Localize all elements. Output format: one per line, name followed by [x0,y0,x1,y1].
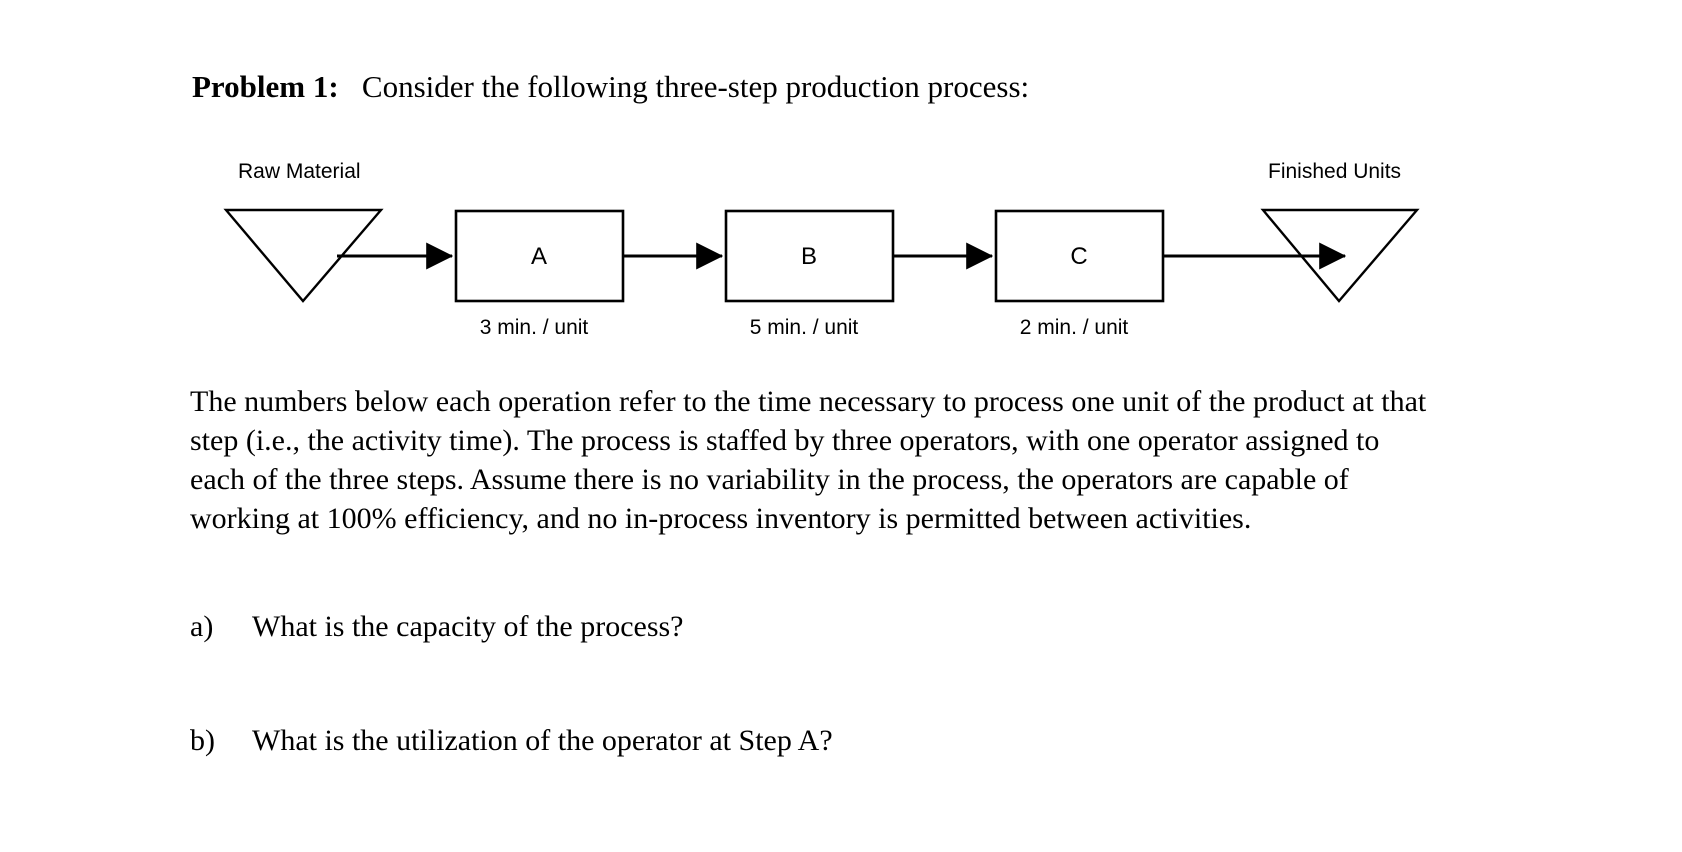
question-a-marker: a) [190,610,214,643]
step-box-a [454,209,625,303]
step-box-b-label: B [801,243,817,270]
question-b-text: What is the utilization of the operator … [252,724,833,757]
question-b-marker: b) [190,724,215,757]
step-box-a-label: A [531,243,547,270]
step-box-b [724,209,895,303]
problem-title-label: Problem 1: [192,69,339,104]
step-a-time-label: 3 min. / unit [480,316,589,339]
problem-title: Problem 1: Consider the following three-… [192,68,1029,106]
question-b: b) What is the utilization of the operato… [190,722,833,760]
problem-body-paragraph: The numbers below each operation refer t… [190,385,1427,535]
raw-material-label: Raw Material [238,160,361,183]
step-b-time-label: 5 min. / unit [750,316,859,339]
question-a-text: What is the capacity of the process? [252,610,684,643]
finished-units-triangle [1260,208,1420,303]
question-a: a) What is the capacity of the process? [190,608,683,646]
step-c-time-label: 2 min. / unit [1020,316,1129,339]
process-flow-diagram: Raw Material A 3 min. / unit B 5 min. / … [0,140,1682,355]
step-box-c-label: C [1070,243,1087,270]
problem-title-text: Consider the following three-step produc… [361,69,1030,104]
step-box-c [994,209,1165,303]
finished-units-label: Finished Units [1268,160,1401,183]
